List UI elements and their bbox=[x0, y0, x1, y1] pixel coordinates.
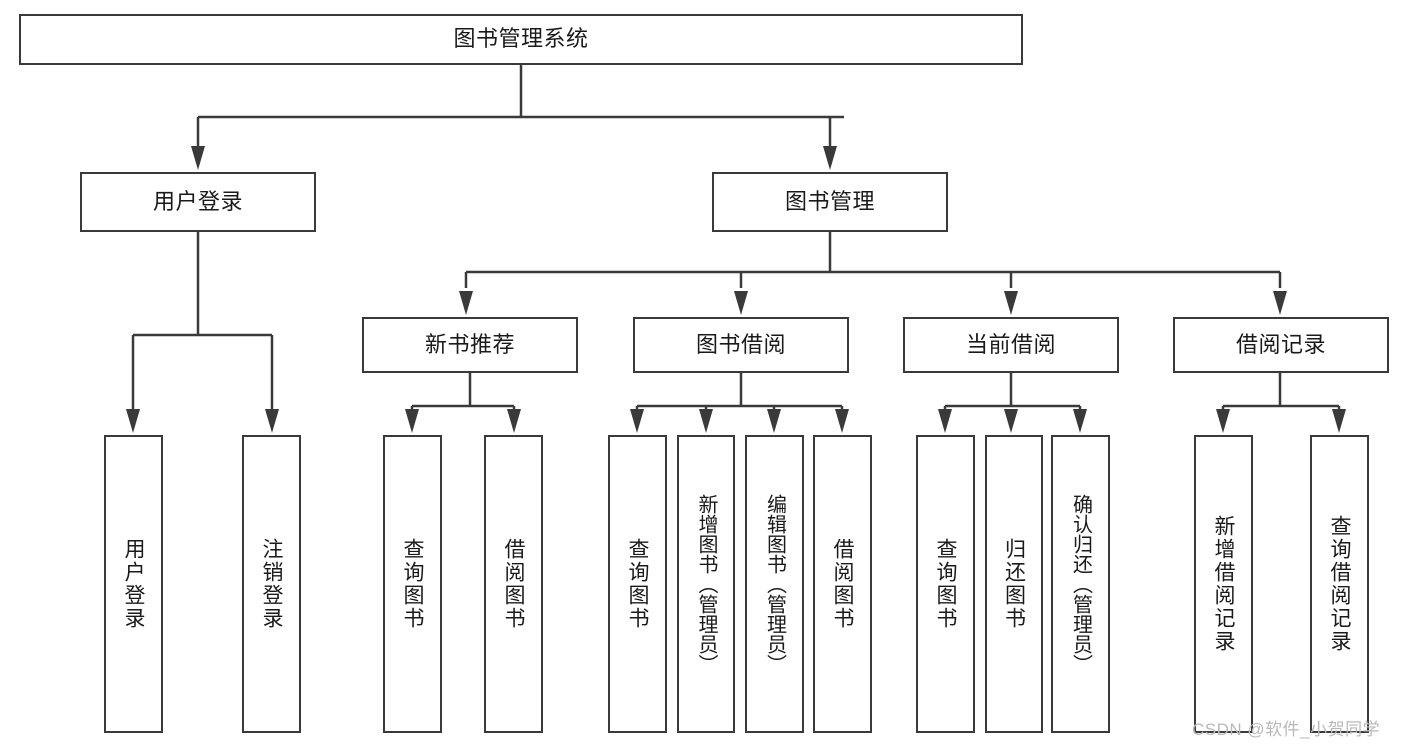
node-leaf-borrow-2[interactable]: 借阅图书 bbox=[813, 435, 872, 733]
node-label: 查询图书 bbox=[626, 538, 649, 630]
node-label: 新书推荐 bbox=[424, 331, 515, 357]
node-label: 借阅图书 bbox=[831, 538, 854, 630]
arrowhead-icon bbox=[126, 409, 140, 433]
arrowhead-icon bbox=[191, 146, 205, 170]
node-label: 新增图书（管理员） bbox=[695, 494, 717, 674]
node-label: 查询图书 bbox=[934, 538, 957, 630]
node-leaf-add-book[interactable]: 新增图书（管理员） bbox=[677, 435, 735, 733]
node-new-book-rec[interactable]: 新书推荐 bbox=[362, 317, 578, 373]
node-label: 图书管理系统 bbox=[453, 26, 589, 52]
node-label: 用户登录 bbox=[122, 538, 145, 630]
arrowhead-icon bbox=[1073, 409, 1087, 433]
node-label: 归还图书 bbox=[1002, 538, 1026, 630]
node-label: 借阅图书 bbox=[502, 538, 525, 630]
arrowhead-icon bbox=[507, 409, 521, 433]
node-leaf-return[interactable]: 归还图书 bbox=[985, 435, 1043, 733]
node-leaf-confirm[interactable]: 确认归还（管理员） bbox=[1051, 435, 1110, 733]
node-leaf-logout[interactable]: 注销登录 bbox=[242, 435, 301, 733]
arrowhead-icon bbox=[699, 409, 713, 433]
arrowhead-icon bbox=[459, 291, 473, 315]
arrowhead-icon bbox=[938, 409, 952, 433]
node-leaf-add-rec[interactable]: 新增借阅记录 bbox=[1194, 435, 1253, 733]
node-label: 注销登录 bbox=[260, 538, 283, 630]
arrowhead-icon bbox=[265, 409, 279, 433]
node-label: 确认归还（管理员） bbox=[1069, 494, 1092, 674]
node-label: 新增借阅记录 bbox=[1212, 515, 1235, 653]
node-leaf-borrow-1[interactable]: 借阅图书 bbox=[484, 435, 543, 733]
node-leaf-query-3[interactable]: 查询图书 bbox=[916, 435, 975, 733]
node-current-borrow[interactable]: 当前借阅 bbox=[903, 317, 1119, 373]
arrowhead-icon bbox=[1004, 291, 1018, 315]
node-label: 查询图书 bbox=[401, 538, 424, 630]
node-root[interactable]: 图书管理系统 bbox=[19, 14, 1023, 65]
node-label: 图书管理 bbox=[784, 188, 875, 214]
arrowhead-icon bbox=[1273, 291, 1287, 315]
arrowhead-icon bbox=[1216, 409, 1230, 433]
arrowhead-icon bbox=[835, 409, 849, 433]
node-leaf-query-1[interactable]: 查询图书 bbox=[383, 435, 442, 733]
node-book-borrow[interactable]: 图书借阅 bbox=[633, 317, 849, 373]
node-label: 用户登录 bbox=[152, 188, 243, 214]
arrowhead-icon bbox=[734, 291, 748, 315]
arrowhead-icon bbox=[1332, 409, 1346, 433]
node-label: 图书借阅 bbox=[695, 331, 786, 357]
csdn-watermark: CSDN @软件_小贺同学 bbox=[1192, 720, 1381, 739]
node-book-manage[interactable]: 图书管理 bbox=[712, 172, 948, 232]
arrowhead-icon bbox=[1004, 409, 1018, 433]
node-label: 编辑图书（管理员） bbox=[763, 494, 786, 674]
arrowhead-icon bbox=[630, 409, 644, 433]
arrowhead-icon bbox=[405, 409, 419, 433]
node-leaf-query-rec[interactable]: 查询借阅记录 bbox=[1310, 435, 1369, 733]
node-leaf-query-2[interactable]: 查询图书 bbox=[608, 435, 667, 733]
arrowhead-icon bbox=[823, 146, 837, 170]
arrowhead-icon bbox=[767, 409, 781, 433]
node-leaf-edit-book[interactable]: 编辑图书（管理员） bbox=[745, 435, 804, 733]
node-label: 查询借阅记录 bbox=[1328, 515, 1351, 653]
node-label: 借阅记录 bbox=[1235, 331, 1326, 357]
node-leaf-login[interactable]: 用户登录 bbox=[104, 435, 163, 733]
node-label: 当前借阅 bbox=[965, 331, 1056, 357]
node-user-login[interactable]: 用户登录 bbox=[80, 172, 316, 232]
node-borrow-record[interactable]: 借阅记录 bbox=[1173, 317, 1389, 373]
